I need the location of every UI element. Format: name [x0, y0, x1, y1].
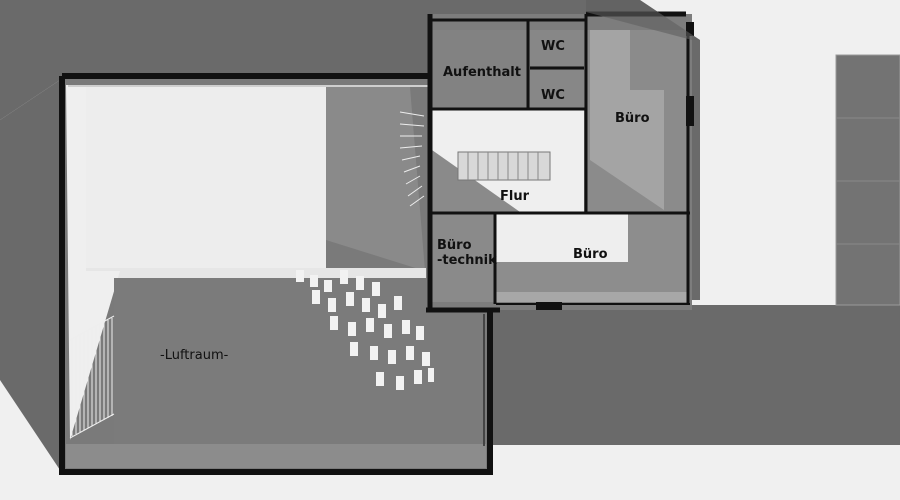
- core-walls: [426, 11, 690, 313]
- room-label-buero-south: Büro: [573, 247, 608, 262]
- buero-south-sill: [496, 292, 688, 302]
- stair-treads: [467, 152, 539, 180]
- hall-upper-strip: [86, 268, 426, 278]
- hall-floor-light: [86, 87, 326, 271]
- room-label-buero-east: Büro: [615, 111, 650, 126]
- window-marks: [536, 22, 694, 310]
- buero-south-light: [496, 214, 628, 262]
- hall-light-wedge: [326, 87, 425, 271]
- hall-walls: [59, 73, 493, 475]
- room-label-wc-lower: WC: [541, 88, 565, 103]
- aufenthalt-floor: [432, 30, 528, 108]
- railing: [69, 315, 115, 439]
- room-label-aufenthalt: Aufenthalt: [443, 65, 521, 80]
- room-label-buero-technik: Büro -technik: [437, 238, 497, 268]
- hall-bottom-band: [66, 444, 486, 468]
- stair-flur: [457, 151, 551, 181]
- stair-west: [399, 111, 425, 207]
- neighbour-building: [835, 54, 900, 306]
- wc-lower-floor: [530, 70, 584, 108]
- ground-shadow-southeast: [430, 305, 900, 470]
- room-label-flur: Flur: [500, 189, 530, 204]
- buero-technik-floor: [432, 214, 494, 302]
- buero-east-light: [590, 30, 664, 210]
- light-grid: [296, 270, 434, 390]
- core-shadow-top: [586, 0, 700, 40]
- room-label-wc-upper: WC: [541, 39, 565, 54]
- ground-shadow-west: [0, 80, 60, 470]
- room-label-luftraum: -Luftraum-: [160, 348, 229, 363]
- wc-upper-floor: [530, 30, 584, 66]
